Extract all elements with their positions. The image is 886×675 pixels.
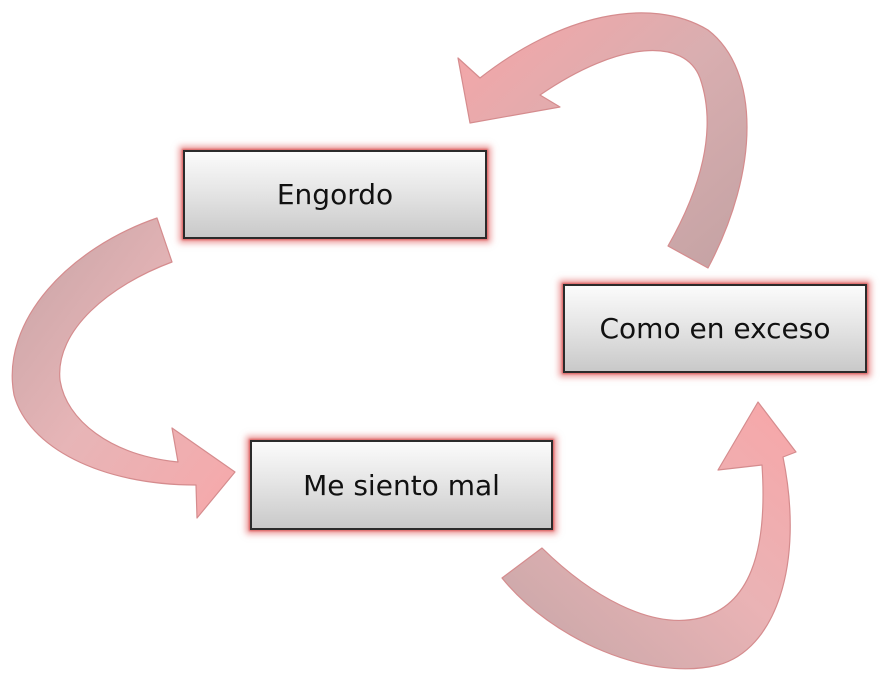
node-me-siento-mal-label: Me siento mal xyxy=(303,468,500,502)
node-me-siento-mal: Me siento mal xyxy=(250,440,553,530)
node-como-en-exceso: Como en exceso xyxy=(563,284,867,373)
arrow-engordo-to-mal xyxy=(11,217,236,519)
node-engordo: Engordo xyxy=(183,150,487,239)
arrow-mal-to-exceso xyxy=(501,401,797,670)
arrow-exceso-to-engordo xyxy=(457,12,748,269)
node-engordo-label: Engordo xyxy=(276,178,394,211)
node-como-en-exceso-label: Como en exceso xyxy=(599,312,831,345)
